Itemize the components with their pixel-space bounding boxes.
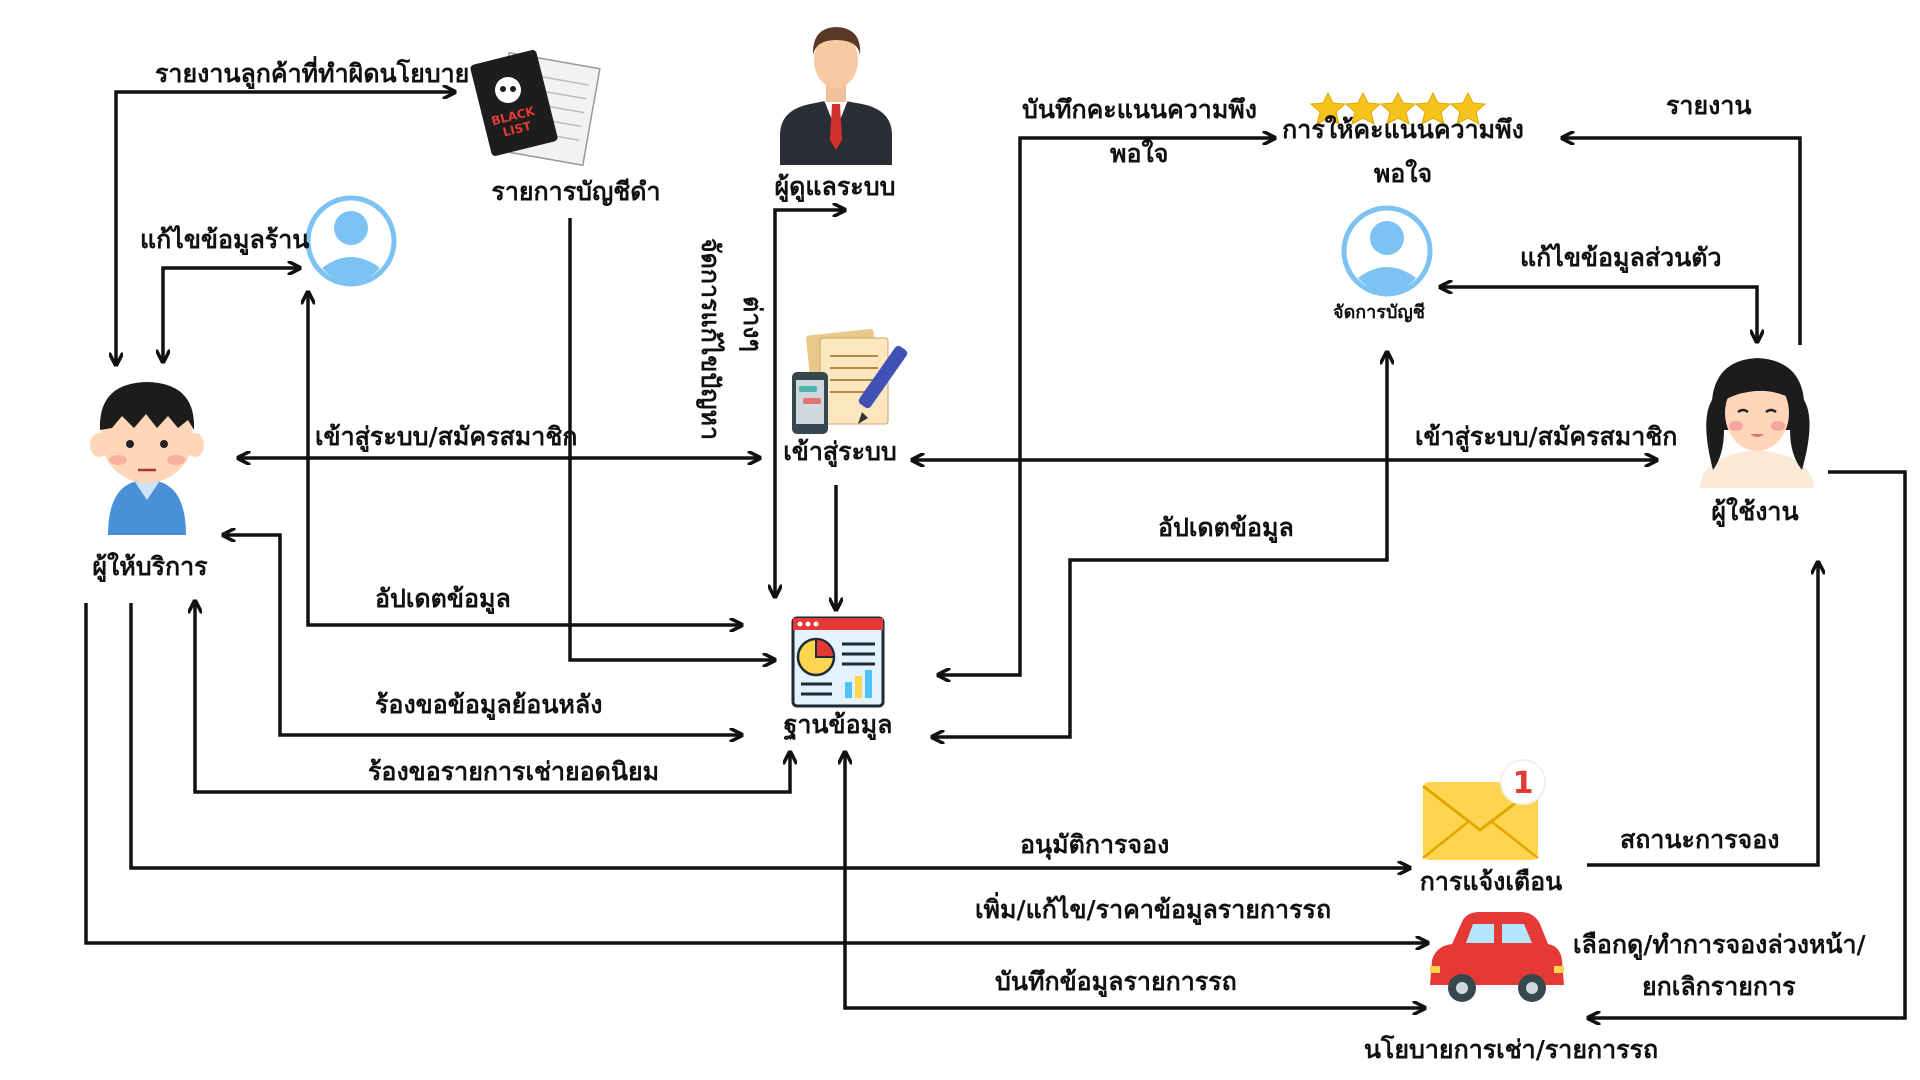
edge-label-edit-shop: แก้ไขข้อมูลร้าน [140,224,309,256]
node-label-rating-line2: พอใจ [1374,158,1432,188]
edge-blacklist-db [568,218,775,660]
car-icon [1430,912,1564,1002]
edge-edit-shop [163,268,300,362]
edge-user-update [932,352,1387,737]
edge-booking-status [1587,562,1818,867]
edge-label-request-history: ร้องขอข้อมูลย้อนหลัง [375,690,602,721]
rating-stars-icon [1309,91,1487,125]
notification-envelope-icon: 1 [1422,759,1546,860]
edge-save-cars [845,752,1425,1008]
edge-edit-personal [1440,287,1757,342]
edge-browse [1588,470,1907,1018]
connectors [84,92,1907,1018]
edge-label-save-rating-line2: พอใจ [1110,138,1168,168]
node-label-blacklist: รายการบัญชีดำ [491,177,660,206]
node-label-provider: ผู้ให้บริการ [92,551,208,583]
edge-label-booking-status: สถานะการจอง [1620,825,1779,854]
edge-label-report-bad-customer: รายงานลูกค้าที่ทำผิดนโยบาย [155,56,469,90]
edge-admin-manage [775,210,845,597]
blacklist-icon: BLACK LIST [470,50,601,167]
notification-badge: 1 [1513,766,1534,801]
edge-label-user-update: อัปเดตข้อมูล [1158,513,1294,544]
edge-label-report: รายงาน [1666,91,1751,120]
edge-label-add-edit-cars: เพิ่ม/แก้ไข/ราคาข้อมูลรายการรถ [975,892,1331,926]
shop-user-avatar-icon [305,195,397,287]
node-label-account: จัดการบัญชี [1333,302,1425,323]
edge-label-browse-line2: ยกเลิกรายการ [1642,972,1796,1001]
edge-request-popular [195,601,790,794]
edge-label-admin-manage-line2: ต่างๆ [738,296,767,352]
user-icon [1700,358,1814,488]
provider-icon [90,382,204,535]
node-label-notification: การแจ้งเตือน [1420,867,1562,896]
admin-icon [780,27,892,165]
node-label-rating-line1: การให้คะแนนความพึง [1282,114,1524,144]
edge-add-edit-cars [84,603,1428,943]
database-icon [791,616,885,708]
blacklist-icon-text-2: LIST [501,119,533,140]
edge-label-approve-booking: อนุมัติการจอง [1020,830,1169,861]
node-label-admin: ผู้ดูแลระบบ [775,172,896,203]
node-label-user: ผู้ใช้งาน [1711,496,1798,528]
account-avatar-icon [1341,205,1433,297]
edge-report-bad-customer [116,92,455,365]
edge-label-save-rating-line1: บันทึกคะแนนความพึง [1022,95,1257,124]
edge-save-rating [938,138,1275,675]
edge-label-request-popular: ร้องขอรายการเช่ายอดนิยม [368,757,659,786]
login-documents-icon [792,328,908,434]
edge-report [1562,138,1802,345]
edge-label-user-login: เข้าสู่ระบบ/สมัครสมาชิก [1415,422,1677,453]
edge-label-save-cars: บันทึกข้อมูลรายการรถ [995,967,1237,998]
node-label-login: เข้าสู่ระบบ [783,437,897,468]
edge-label-edit-personal: แก้ไขข้อมูลส่วนตัว [1520,242,1721,274]
node-label-car-policy: นโยบายการเช่า/รายการรถ [1364,1034,1658,1064]
edge-label-browse-line1: เลือกดู/ทำการจองล่วงหน้า/ [1573,930,1867,961]
edge-label-admin-manage-line1: จัดการแก้ไขปัญหา [696,238,726,440]
node-label-database: ฐานข้อมูล [784,710,893,741]
edge-label-provider-update: อัปเดตข้อมูล [375,584,511,615]
edge-label-provider-login: เข้าสู่ระบบ/สมัครสมาชิก [315,422,577,453]
